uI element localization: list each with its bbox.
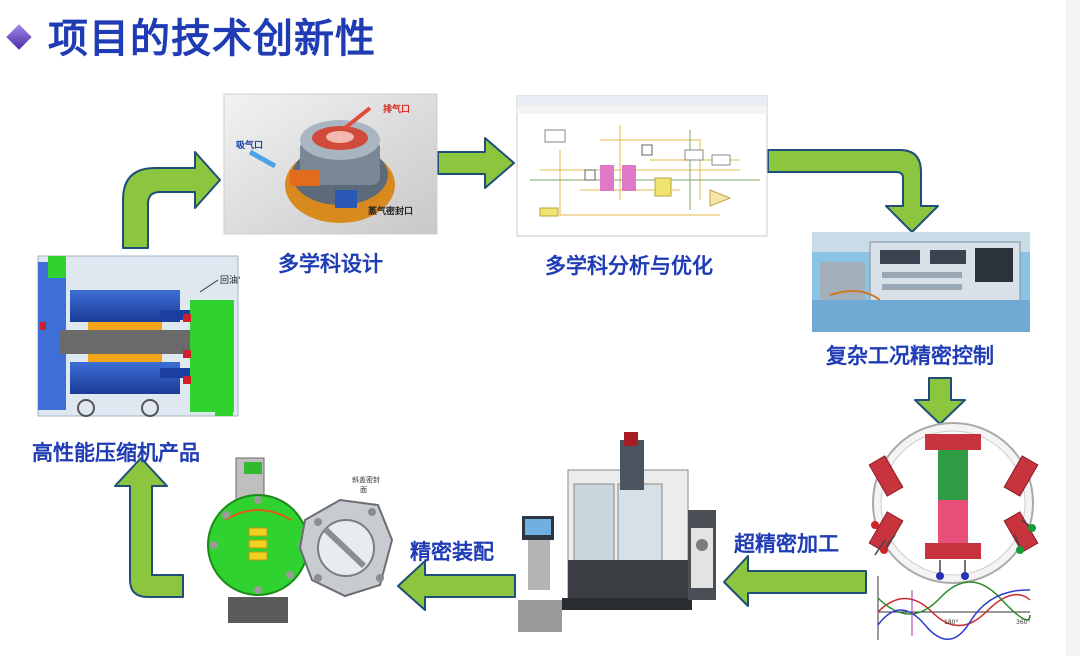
arrow-control-to-motor <box>914 377 966 425</box>
page-title: 项目的技术创新性 <box>48 16 376 62</box>
wave-label-180: 180° <box>944 619 958 626</box>
product-cross-section-image: 回油' <box>37 255 240 417</box>
arrow-machine-to-assembly <box>397 560 516 611</box>
label-product: 高性能压缩机产品 <box>32 441 200 465</box>
arrow-motor-to-machine <box>723 555 867 607</box>
analysis-model-image <box>516 95 768 237</box>
assembly-housing-image: 斜盖密封 面 <box>298 475 394 598</box>
control-testbench-image <box>812 232 1030 332</box>
arrow-assembly-to-product <box>114 457 184 598</box>
callout-seal-face: 面 <box>360 486 367 494</box>
slide-edge <box>1066 0 1080 656</box>
callout-oil-return: 回油' <box>220 274 240 286</box>
label-control: 复杂工况精密控制 <box>826 344 994 368</box>
label-analysis: 多学科分析与优化 <box>545 254 713 278</box>
label-machining: 超精密加工 <box>734 532 839 556</box>
callout-seal: 斜盖密封 <box>352 475 380 484</box>
callout-steam-seal: 蒸气密封口 <box>368 205 413 217</box>
design-render-image: 排气口 吸气口 蒸气密封口 <box>223 93 438 235</box>
arrow-design-to-analysis <box>437 137 515 189</box>
title-bar: 项目的技术创新性 <box>6 6 376 64</box>
assembly-green-pump-image <box>207 457 309 623</box>
arrow-analysis-to-control <box>767 149 939 233</box>
callout-exhaust: 排气口 <box>383 103 410 115</box>
phase-waveform-chart: 180° 360° <box>877 576 1031 640</box>
label-assembly: 精密装配 <box>410 540 494 564</box>
machine-tool-image <box>518 432 716 632</box>
motor-cross-section-image <box>868 422 1039 584</box>
callout-intake: 吸气口 <box>236 139 263 151</box>
arrow-product-to-design <box>122 151 221 249</box>
label-design: 多学科设计 <box>278 252 383 276</box>
wave-label-360: 360° <box>1016 619 1030 626</box>
